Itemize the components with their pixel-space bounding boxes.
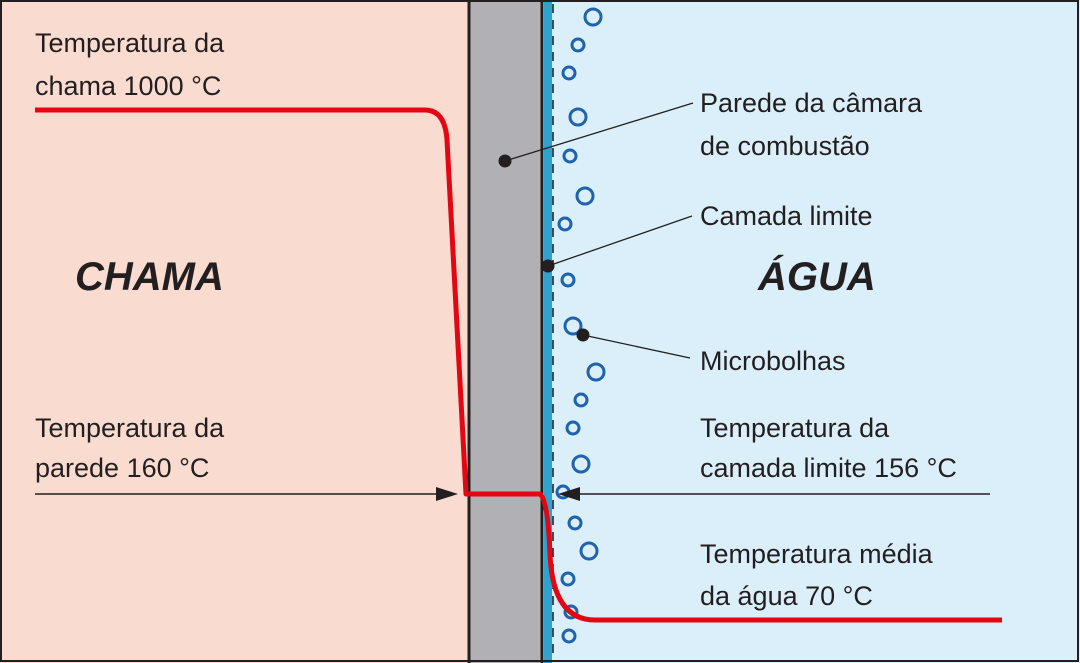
microbubble — [586, 362, 606, 382]
microbubble — [557, 216, 573, 232]
water-temp-label-line1: Temperatura média — [700, 539, 934, 569]
chamber-wall-label-line1: Parede da câmara — [700, 88, 923, 118]
microbubble — [563, 604, 579, 620]
wall-temp-arrow — [35, 487, 458, 501]
microbubble — [562, 148, 578, 164]
temperature-profile-line — [35, 107, 1002, 623]
microbubble — [583, 7, 603, 27]
wall-temp-label-line2: parede 160 °C — [35, 453, 209, 483]
chamber-wall-leader — [498, 102, 694, 168]
boundary-temp-arrow — [558, 487, 990, 501]
microbubble — [565, 420, 581, 436]
microbubble — [561, 628, 577, 644]
boundary-layer-label: Camada limite — [700, 201, 873, 231]
microbubble — [571, 454, 591, 474]
microbubbles-group — [555, 7, 606, 644]
boundary-temp-label-line2: camada limite 156 °C — [700, 453, 957, 483]
microbubble — [579, 541, 599, 561]
water-temp-label-line2: da água 70 °C — [700, 581, 873, 611]
wall-temp-label-line1: Temperatura da — [35, 413, 225, 443]
microbubble — [561, 65, 577, 81]
microbubbles-label: Microbolhas — [700, 346, 846, 376]
boundary-layer-leader — [541, 215, 693, 273]
boundary-layer-band — [544, 0, 552, 663]
microbubble — [570, 37, 586, 53]
flame-temp-label-line1: Temperatura da — [35, 28, 225, 58]
flame-temp-label-line2: chama 1000 °C — [35, 71, 221, 101]
water-region — [545, 0, 1080, 663]
water-title: ÁGUA — [757, 254, 876, 299]
microbubble — [560, 272, 576, 288]
microbubble — [573, 392, 589, 408]
chamber-wall-region — [469, 0, 541, 663]
microbubble — [563, 316, 583, 336]
boundary-temp-label-line1: Temperatura da — [700, 413, 890, 443]
microbubbles-leader — [576, 328, 691, 359]
microbubble — [567, 515, 583, 531]
microbubble — [575, 186, 595, 206]
microbubble — [568, 107, 588, 127]
chamber-wall-label-line2: de combustão — [700, 131, 870, 161]
microbubble — [560, 571, 576, 587]
flame-title: CHAMA — [75, 255, 224, 299]
